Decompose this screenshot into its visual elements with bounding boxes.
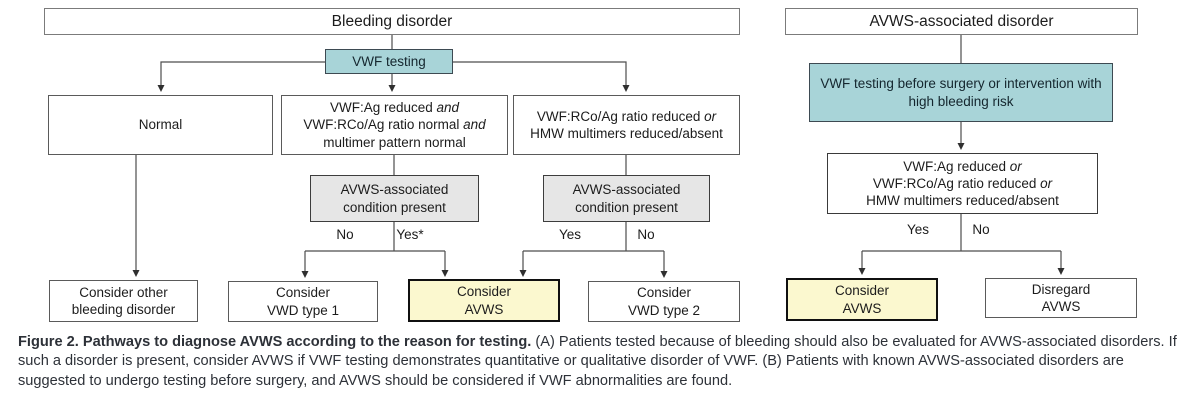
criteria-line: VWF:Ag reduced and — [330, 99, 459, 116]
criteria-line: VWF:RCo/Ag ratio reduced or — [537, 108, 716, 125]
avws-associated-disorder-title-box: AVWS-associated disorder — [785, 8, 1138, 35]
outcome-line: AVWS — [464, 301, 504, 317]
outcome-consider-avws-box-a: Consider AVWS — [408, 279, 560, 322]
outcome-line: Consider — [456, 284, 512, 300]
normal-result-label: Normal — [138, 117, 183, 133]
quantitative-criteria-box: VWF:Ag reduced and VWF:RCo/Ag ratio norm… — [281, 95, 508, 155]
criteria-text: multimer pattern normal — [323, 134, 466, 150]
criteria-operator: or — [1040, 175, 1053, 191]
criteria-text: VWF:Ag reduced — [329, 100, 433, 116]
outcome-line: AVWS — [1041, 299, 1081, 314]
a-branch-normal-line — [157, 61, 325, 92]
criteria-text: VWF:RCo/Ag ratio normal — [303, 117, 460, 133]
figure-caption-body: (A) Patients tested because of bleeding … — [18, 334, 1177, 389]
avws-condition-present-box-1: AVWS-associated condition present — [310, 175, 479, 222]
criteria-text: VWF:Ag reduced — [903, 158, 1006, 174]
branch-label-no-b: No — [972, 222, 990, 237]
outcome-line: Consider — [275, 285, 331, 301]
outcome-disregard-avws-box: Disregard AVWS — [985, 278, 1137, 318]
outcome-other-bleeding-disorder-box: Consider other bleeding disorder — [49, 280, 198, 322]
branch-label-yes-2: Yes — [558, 227, 582, 242]
criteria-operator: or — [704, 108, 717, 124]
bleeding-disorder-title-box: Bleeding disorder — [44, 8, 740, 35]
bleeding-disorder-title: Bleeding disorder — [331, 12, 453, 30]
branch-label-yes-b: Yes — [906, 222, 930, 237]
criteria-operator: and — [463, 117, 486, 133]
vwf-abnormality-criteria-box: VWF:Ag reduced or VWF:RCo/Ag ratio reduc… — [827, 153, 1098, 214]
condition-line: condition present — [575, 199, 678, 215]
criteria-text: HMW multimers reduced/absent — [866, 193, 1059, 209]
outcome-line: VWD type 1 — [266, 302, 340, 318]
criteria-line: HMW multimers reduced/absent — [530, 125, 723, 142]
criteria-line: HMW multimers reduced/absent — [866, 192, 1059, 209]
criteria-text: HMW multimers reduced/absent — [530, 126, 723, 141]
condition-line: AVWS-associated — [340, 182, 449, 198]
testing-line: high bleeding risk — [908, 93, 1014, 109]
testing-line: VWF testing before surgery or interventi… — [820, 76, 1102, 92]
vwf-testing-box: VWF testing — [325, 49, 453, 74]
outcome-vwd-type-1-box: Consider VWD type 1 — [228, 281, 378, 322]
branch-label-no-2: No — [637, 227, 655, 242]
outcome-line: Consider — [636, 285, 692, 301]
criteria-line: VWF:RCo/Ag ratio normal and — [303, 116, 485, 133]
qualitative-criteria-box: VWF:RCo/Ag ratio reduced or HMW multimer… — [513, 95, 740, 155]
criteria-line: VWF:RCo/Ag ratio reduced or — [873, 175, 1052, 192]
outcome-line: VWD type 2 — [627, 302, 701, 318]
condition-line: AVWS-associated — [572, 182, 681, 198]
branch-label-no-1: No — [336, 227, 354, 242]
vwf-testing-label: VWF testing — [352, 53, 426, 69]
condition-line: condition present — [343, 199, 446, 215]
criteria-line: multimer pattern normal — [323, 134, 466, 151]
figure-caption-title: Figure 2. Pathways to diagnose AVWS acco… — [18, 334, 532, 350]
outcome-line: AVWS — [842, 300, 882, 316]
criteria-line: VWF:Ag reduced or — [903, 158, 1022, 175]
criteria-operator: or — [1009, 158, 1022, 174]
outcome-consider-avws-box-b: Consider AVWS — [786, 278, 938, 321]
branch-label-yes-star: Yes* — [396, 227, 424, 242]
criteria-text: VWF:RCo/Ag ratio reduced — [536, 108, 701, 124]
criteria-text: VWF:RCo/Ag ratio reduced — [872, 175, 1037, 191]
avws-condition-present-box-2: AVWS-associated condition present — [543, 175, 710, 222]
outcome-line: Consider other — [79, 284, 168, 300]
outcome-line: bleeding disorder — [71, 302, 176, 317]
outcome-line: Disregard — [1031, 281, 1091, 297]
normal-result-box: Normal — [48, 95, 273, 155]
figure-caption: Figure 2. Pathways to diagnose AVWS acco… — [18, 333, 1186, 391]
vwf-testing-before-surgery-box: VWF testing before surgery or interventi… — [809, 63, 1113, 122]
criteria-operator: and — [436, 100, 460, 116]
avws-associated-disorder-title: AVWS-associated disorder — [869, 12, 1054, 30]
a-branch-qual-line — [453, 61, 630, 92]
outcome-vwd-type-2-box: Consider VWD type 2 — [588, 281, 740, 322]
outcome-line: Consider — [834, 283, 890, 299]
